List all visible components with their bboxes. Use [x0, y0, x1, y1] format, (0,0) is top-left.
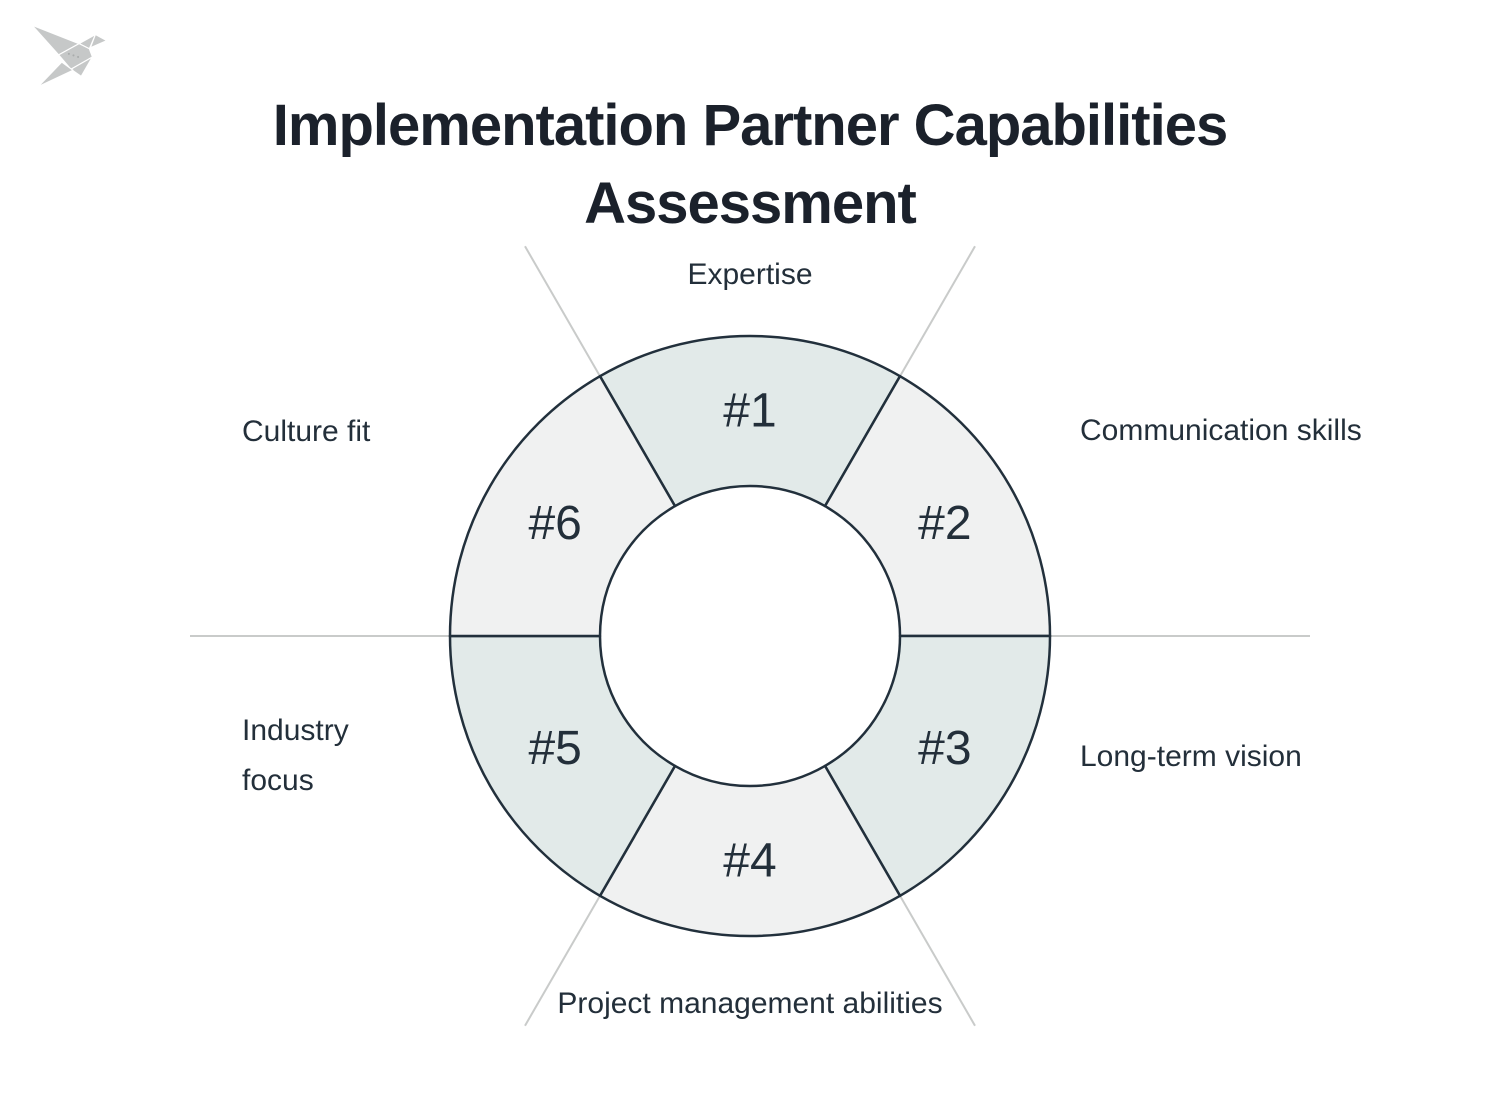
wheel-segment-4	[598, 764, 902, 938]
guide-line	[524, 245, 601, 377]
segment-label-culture-fit: Culture fit	[242, 415, 371, 448]
guide-line	[899, 895, 976, 1027]
page-title-line1: Implementation Partner Capabilities	[272, 92, 1228, 158]
wheel-segment-1	[598, 334, 902, 508]
origami-bird-logo	[31, 24, 108, 88]
segment-label-expertise: Expertise	[687, 258, 813, 291]
segment-label-industry-focus: Industry focus	[242, 714, 349, 797]
segment-number-1: #1	[723, 385, 776, 438]
segment-number-5: #5	[528, 722, 581, 775]
guide-line	[899, 245, 976, 377]
page-title: Implementation Partner Capabilities Asse…	[0, 87, 1500, 243]
logo-belly	[70, 56, 93, 77]
segment-number-3: #3	[918, 722, 971, 775]
segment-label-project-management-abilities: Project management abilities	[557, 987, 943, 1020]
wheel-segment-6	[448, 374, 677, 638]
segment-label-long-term-vision: Long-term vision	[1080, 740, 1302, 773]
segment-number-4: #4	[723, 835, 776, 888]
guide-line	[524, 895, 601, 1027]
wheel-segment-5	[448, 634, 677, 898]
segment-number-2: #2	[918, 497, 971, 550]
segment-label-communication-skills: Communication skills	[1080, 414, 1362, 447]
logo-beak	[89, 33, 108, 49]
wheel-segment-3	[823, 634, 1052, 898]
logo-tail	[37, 61, 74, 88]
wheel-segment-2	[823, 374, 1052, 638]
segment-number-6: #6	[528, 497, 581, 550]
page-title-line2: Assessment	[584, 170, 917, 236]
